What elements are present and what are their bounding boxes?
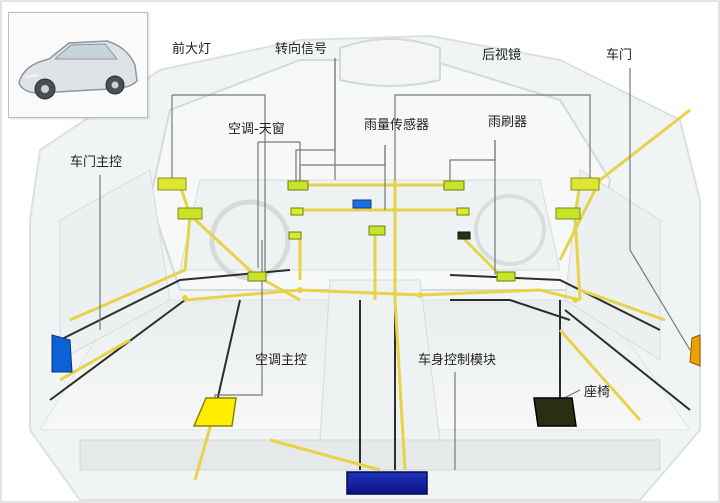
headlight-left-node bbox=[157, 177, 187, 191]
headlight-right-node bbox=[570, 177, 600, 191]
turn-signal-node bbox=[287, 180, 309, 191]
label-door-master-control: 车门主控 bbox=[70, 155, 123, 170]
label-headlights: 前大灯 bbox=[172, 42, 212, 57]
harness-yellow bbox=[59, 108, 691, 481]
right-door-module bbox=[689, 334, 701, 367]
car-thumbnail-icon bbox=[18, 40, 138, 100]
label-seat: 座椅 bbox=[584, 385, 611, 400]
label-door: 车门 bbox=[606, 48, 633, 63]
seat-module bbox=[533, 397, 577, 427]
label-body-control-module: 车身控制模块 bbox=[418, 353, 497, 368]
cabin-shell bbox=[29, 34, 701, 501]
label-ac-master-control: 空调主控 bbox=[255, 353, 308, 368]
sensor-node-lower-right bbox=[457, 231, 471, 240]
wiper-motor-node bbox=[496, 271, 516, 282]
sensor-node-center bbox=[352, 199, 372, 209]
label-rain-sensor: 雨量传感器 bbox=[364, 118, 430, 133]
modules bbox=[51, 334, 701, 495]
label-wiper: 雨刷器 bbox=[488, 115, 528, 130]
leader-lines bbox=[99, 58, 691, 470]
sensor-node-mid bbox=[368, 225, 386, 236]
sensor-node-left bbox=[290, 207, 304, 216]
headlight-left-lower-node bbox=[177, 207, 203, 220]
headlight-right-lower-node bbox=[555, 207, 581, 220]
sensor-node-right bbox=[456, 207, 470, 216]
door-master-control-module bbox=[51, 334, 73, 373]
ecu-nodes bbox=[157, 177, 600, 303]
label-rearview-mirror: 后视镜 bbox=[482, 48, 522, 63]
label-turn-signal: 转向信号 bbox=[275, 42, 328, 57]
wiper-node bbox=[443, 180, 465, 191]
label-ac-sunroof: 空调-天窗 bbox=[228, 122, 285, 137]
ac-master-control-module bbox=[192, 397, 237, 427]
ac-node bbox=[247, 271, 267, 282]
car-thumbnail bbox=[8, 12, 148, 118]
sensor-node-lower-left bbox=[288, 231, 302, 240]
body-control-module-box bbox=[346, 471, 428, 495]
